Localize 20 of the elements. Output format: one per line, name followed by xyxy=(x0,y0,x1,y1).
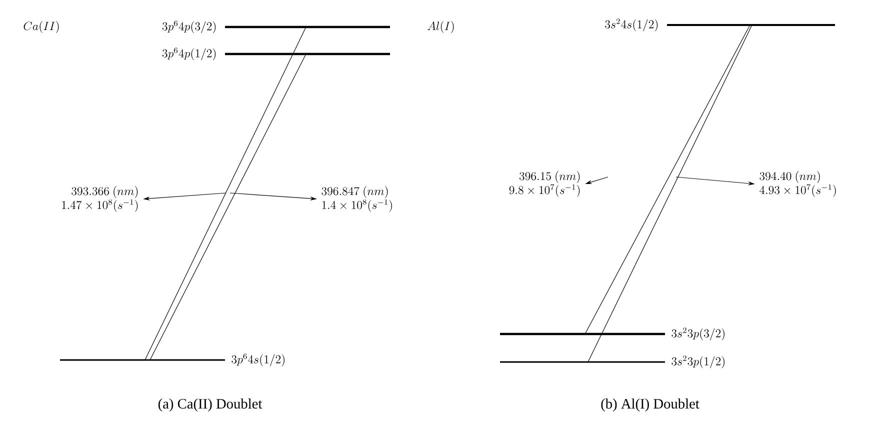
node-label: $3p^{6}4p(1/2)$ xyxy=(162,48,216,60)
node-label: $3s^{2}3p(1/2)$ xyxy=(672,356,724,368)
transition-label: $396.15~(nm)$ $9.8\times 10^{7}(s^{-1})$ xyxy=(509,171,580,197)
node-label: $3p^{6}4s(1/2)$ xyxy=(232,354,284,366)
transition-label: $394.40~(nm)$ $4.93\times 10^{7}(s^{-1})$ xyxy=(760,171,836,197)
energy-level: $3p^{6}4p(1/2)$ xyxy=(162,48,390,60)
caption: (a) Ca(II) Doublet xyxy=(158,398,262,412)
energy-level: $3s^{2}4s(1/2)$ xyxy=(605,18,835,32)
transition-label: $393.366~(nm)$ $1.47\times 10^{8}(s^{-1})$ xyxy=(62,186,138,212)
species-label: $Ca(II)$ xyxy=(24,21,59,33)
energy-level: $3p^{6}4p(3/2)$ xyxy=(162,20,390,34)
transition-label: $396.847~(nm)$ $1.4\times 10^{8}(s^{-1})$ xyxy=(322,186,392,212)
caption: (b) Al(I) Doublet xyxy=(601,398,700,412)
energy-level: $3p^{6}4s(1/2)$ xyxy=(60,354,284,366)
node-label: $3s^{2}3p(3/2)$ xyxy=(672,328,724,340)
species-label: $Al(I)$ xyxy=(428,21,454,33)
energy-level: $3s^{2}3p(1/2)$ xyxy=(500,356,724,368)
node-label: $3p^{6}4p(3/2)$ xyxy=(162,20,216,34)
energy-level: $3s^{2}3p(3/2)$ xyxy=(500,328,724,340)
node-label: $3s^{2}4s(1/2)$ xyxy=(605,18,658,32)
